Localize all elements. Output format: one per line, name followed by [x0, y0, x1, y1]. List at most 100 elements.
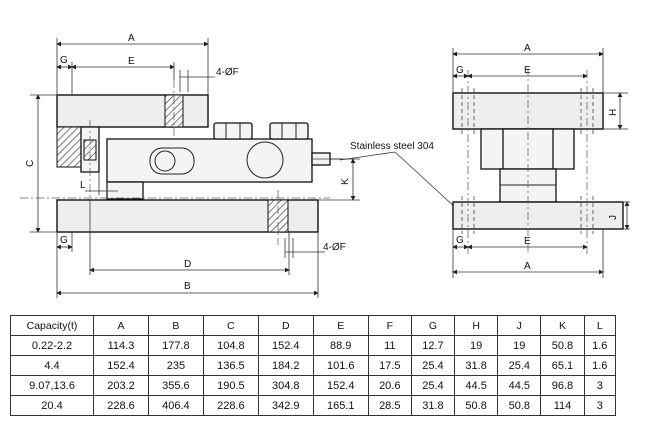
table-cell: 184.2 — [257, 355, 314, 376]
table-cell: 203.2 — [93, 375, 149, 396]
table-cell: 4.4 — [10, 355, 94, 376]
dim-E-label: E — [128, 56, 135, 67]
table-cell: 190.5 — [202, 375, 259, 396]
table-cell: 25.4 — [497, 355, 542, 376]
table-cell: 28.5 — [367, 395, 412, 416]
table-cell: 3 — [583, 375, 617, 396]
dim-B-label: B — [184, 281, 191, 292]
header-G: G — [410, 315, 456, 336]
material-callout: Stainless steel 304 — [339, 141, 459, 211]
table-cell: 406.4 — [147, 395, 204, 416]
header-K: K — [540, 315, 585, 336]
table-cell: 25.4 — [410, 375, 456, 396]
header-H: H — [454, 315, 499, 336]
table-cell: 228.6 — [202, 395, 259, 416]
table-cell: 165.1 — [312, 395, 369, 416]
dim-F-bottom-label: 4-ØF — [323, 242, 346, 253]
table-cell: 1.6 — [583, 355, 617, 376]
dim-K-label: K — [340, 178, 351, 185]
table-cell: 12.7 — [410, 335, 456, 356]
technical-drawing: A G E 4-ØF C L K G 4- — [20, 33, 630, 298]
table-cell: 177.8 — [147, 335, 204, 356]
dim-G-bottom-label: G — [60, 235, 68, 246]
table-cell: 9.07,13.6 — [10, 375, 94, 396]
table-cell: 228.6 — [93, 395, 149, 416]
dim-F-label: 4-ØF — [216, 67, 239, 78]
end-dim-G-bottom-label: G — [456, 235, 464, 246]
table-cell: 50.8 — [540, 335, 585, 356]
header-E: E — [312, 315, 369, 336]
spec-table-header-row: Capacity(t) A B C D E F G H J K L — [10, 315, 617, 336]
table-cell: 0.22-2.2 — [10, 335, 94, 356]
end-dim-J-label: J — [608, 215, 619, 220]
header-L: L — [583, 315, 617, 336]
dim-C-label: C — [25, 160, 36, 167]
hex-nut-right — [269, 122, 309, 140]
table-cell: 17.5 — [367, 355, 412, 376]
base-plate-hatched-bore — [267, 199, 289, 233]
table-cell: 25.4 — [410, 355, 456, 376]
left-bracket-section — [56, 126, 82, 168]
end-base-plate — [452, 201, 624, 230]
end-dim-E-top-label: E — [524, 65, 531, 76]
dim-L-label: L — [80, 180, 86, 191]
table-cell: 96.8 — [540, 375, 585, 396]
end-dim-H-label: H — [608, 109, 619, 116]
table-cell: 20.4 — [10, 395, 94, 416]
table-row: 0.22-2.2 114.3 177.8 104.8 152.4 88.9 11… — [10, 335, 617, 356]
header-B: B — [147, 315, 204, 336]
side-view: A G E 4-ØF C L K G 4- — [20, 33, 360, 298]
table-cell: 152.4 — [312, 375, 369, 396]
header-J: J — [497, 315, 542, 336]
strain-gauge-pocket — [149, 147, 195, 175]
table-cell: 136.5 — [202, 355, 259, 376]
table-cell: 104.8 — [202, 335, 259, 356]
end-dim-G-top-label: G — [456, 65, 464, 76]
top-plate — [56, 94, 209, 128]
end-dim-A-bottom-label: A — [524, 261, 531, 272]
table-cell: 65.1 — [540, 355, 585, 376]
dim-D-label: D — [184, 259, 191, 270]
header-A: A — [93, 315, 149, 336]
table-cell: 1.6 — [583, 335, 617, 356]
top-plate-hatched-bore — [164, 94, 184, 128]
table-cell: 20.6 — [367, 375, 412, 396]
material-label: Stainless steel 304 — [350, 141, 434, 152]
table-cell: 3 — [583, 395, 617, 416]
end-dim-A-top-label: A — [524, 43, 531, 54]
table-cell: 11 — [367, 335, 412, 356]
table-cell: 342.9 — [257, 395, 314, 416]
table-cell: 355.6 — [147, 375, 204, 396]
table-cell: 114.3 — [93, 335, 149, 356]
table-cell: 44.5 — [454, 375, 499, 396]
table-cell: 19 — [454, 335, 499, 356]
table-cell: 31.8 — [454, 355, 499, 376]
table-cell: 50.8 — [454, 395, 499, 416]
table-row: 4.4 152.4 235 136.5 184.2 101.6 17.5 25.… — [10, 355, 617, 376]
end-view: A G E H J G E A — [452, 43, 630, 278]
header-D: D — [257, 315, 314, 336]
header-C: C — [202, 315, 259, 336]
load-pin-hole — [246, 141, 284, 179]
table-cell: 235 — [147, 355, 204, 376]
table-cell: 19 — [497, 335, 542, 356]
table-cell: 50.8 — [497, 395, 542, 416]
end-dim-E-bottom-label: E — [524, 236, 531, 247]
table-cell: 88.9 — [312, 335, 369, 356]
table-row: 20.4 228.6 406.4 228.6 342.9 165.1 28.5 … — [10, 395, 617, 416]
dim-G-label: G — [60, 55, 68, 66]
table-row: 9.07,13.6 203.2 355.6 190.5 304.8 152.4 … — [10, 375, 617, 396]
header-capacity: Capacity(t) — [10, 315, 94, 336]
load-cell-arm — [106, 181, 144, 200]
load-cell-body — [106, 138, 313, 183]
header-F: F — [367, 315, 412, 336]
table-cell: 44.5 — [497, 375, 542, 396]
table-cell: 31.8 — [410, 395, 456, 416]
table-cell: 152.4 — [93, 355, 149, 376]
table-cell: 114 — [540, 395, 585, 416]
hex-nut-left — [213, 122, 253, 140]
table-cell: 152.4 — [257, 335, 314, 356]
table-cell: 304.8 — [257, 375, 314, 396]
spec-table: Capacity(t) A B C D E F G H J K L 0.22-2… — [10, 315, 617, 416]
table-cell: 101.6 — [312, 355, 369, 376]
